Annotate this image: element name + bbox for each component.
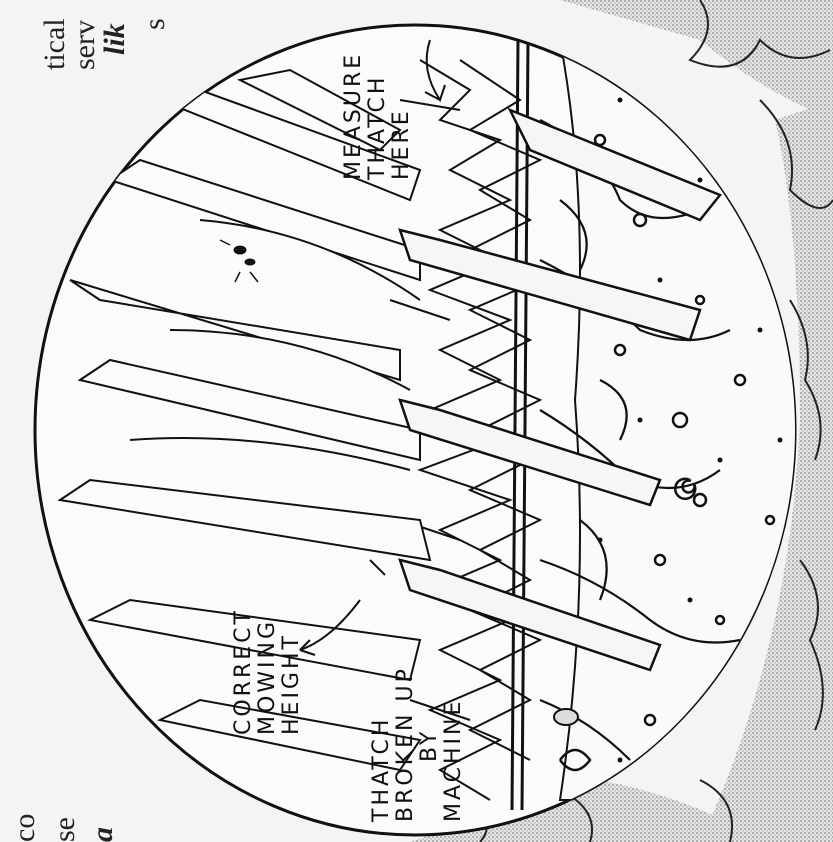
label-thatch-broken-up: THATCH BROKEN UP BY MACHINE — [370, 666, 466, 822]
label-line: HEIGHT — [280, 608, 304, 735]
text-fragment-s: s — [138, 18, 172, 30]
text-fragment-serv: serv — [68, 20, 102, 70]
label-line: BY — [418, 666, 442, 822]
label-line: THATCH — [370, 666, 394, 822]
label-line: MEASURE — [342, 52, 366, 180]
label-line: HERE — [390, 52, 414, 180]
label-line: MOWING — [256, 608, 280, 735]
label-line: THATCH — [366, 52, 390, 180]
label-correct-mowing-height: CORRECT MOWING HEIGHT — [232, 608, 304, 735]
label-measure-thatch-here: MEASURE THATCH HERE — [342, 52, 414, 180]
label-line: BROKEN UP — [394, 666, 418, 822]
text-fragment-co: co — [8, 814, 42, 842]
label-line: MACHINE — [442, 666, 466, 822]
grub-icon — [554, 709, 578, 725]
text-fragment-lik: lik — [98, 23, 132, 55]
text-fragment-se: se — [48, 817, 82, 842]
text-fragment-tical: tical — [38, 18, 72, 70]
text-fragment-a: a — [86, 827, 120, 842]
label-line: CORRECT — [232, 608, 256, 735]
